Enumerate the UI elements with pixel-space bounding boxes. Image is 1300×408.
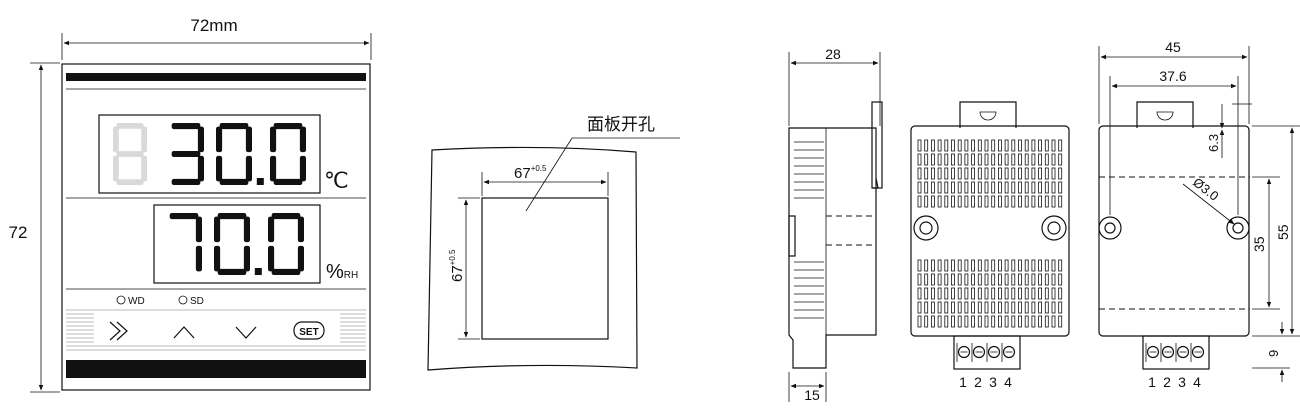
front-panel [61,63,371,391]
terminal-label-2: 2 [974,374,982,390]
svg-text:67+0.5: 67+0.5 [514,164,547,182]
temperature-digit-1 [216,123,252,185]
front-width-label: 72mm [190,16,237,35]
cutout-width-tolerance: +0.5 [531,164,547,173]
up-button[interactable] [173,326,195,339]
mount-hole-vertical-label: 35 [1251,236,1267,252]
terminal-label-2: 2 [1163,374,1171,390]
humidity-digit-1 [214,213,250,275]
svg-text:%RH: %RH [326,261,358,283]
wd-indicator-label: WD [128,296,145,307]
cutout-width-value: 67 [514,165,531,182]
mount-height-label: 55 [1275,224,1291,240]
humidity-display [153,204,321,284]
mount-body [1098,125,1250,337]
humidity-digit-2 [268,213,304,275]
svg-text:67+0.5: 67+0.5 [448,249,466,282]
humidity-digits [169,213,304,275]
humidity-unit: % [326,261,344,283]
cutout-title: 面板开孔 [587,115,655,134]
sd-indicator-label: SD [190,296,204,307]
front-view: 72mm 72 ℃ %RH WD SD [9,16,372,393]
set-button[interactable]: SET [293,321,325,340]
side-depth-label: 28 [825,46,841,62]
humidity-unit-sub: RH [344,270,358,281]
temperature-unit: ℃ [324,168,349,193]
side-base-label: 15 [804,387,820,403]
mount-top-offset-label: 6.3 [1206,134,1221,152]
temperature-digit-2 [270,123,306,185]
shift-button[interactable] [109,321,128,341]
down-button[interactable] [235,326,257,339]
mount-terminal-block [1142,335,1210,370]
mount-hole-spacing-label: 37.6 [1159,68,1186,84]
cutout-height-value: 67 [449,265,466,282]
front-height-label: 72 [9,223,28,242]
temperature-decimal-point [256,178,264,185]
temperature-display [98,114,321,194]
terminal-label-1: 1 [959,374,967,390]
mount-terminal-label: 9 [1266,350,1281,357]
temperature-blank-digit [113,123,147,185]
terminal-label-4: 4 [1193,374,1201,390]
terminal-label-3: 3 [989,374,997,390]
back-terminal-block [953,335,1021,370]
humidity-decimal-point [254,268,262,275]
humidity-digit-0 [169,213,202,272]
sd-indicator-led [178,295,188,305]
mount-hole-diameter-label: Ø3.0 [1190,175,1221,204]
mount-width-label: 45 [1165,39,1181,55]
svg-text:SET: SET [299,327,318,338]
wd-indicator-led [116,295,126,305]
side-view: 28 15 [788,46,883,403]
cutout-hole [481,197,609,340]
cutout-height-tolerance: +0.5 [448,249,457,265]
temperature-digit-0 [171,123,204,185]
terminal-label-4: 4 [1004,374,1012,390]
panel-cutout: 67+0.5 67+0.5 面板开孔 [427,115,680,371]
temperature-digits [113,123,306,185]
terminal-label-3: 3 [1178,374,1186,390]
terminal-label-1: 1 [1148,374,1156,390]
